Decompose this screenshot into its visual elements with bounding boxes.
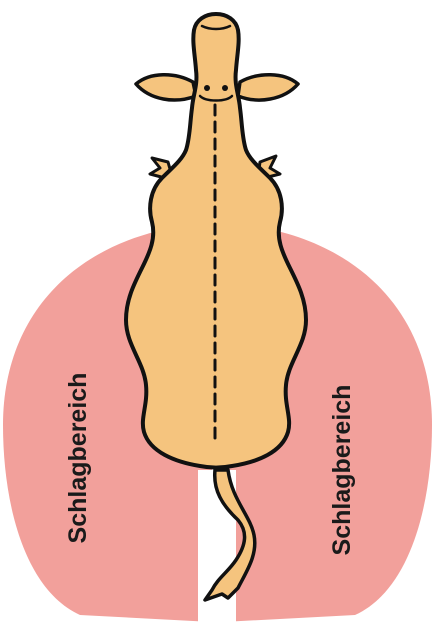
- horn-bud-right: [222, 85, 228, 91]
- horn-bud-left: [204, 85, 210, 91]
- left-zone-label: Schlagbereich: [64, 373, 92, 544]
- right-ear: [238, 75, 298, 100]
- right-zone-label: Schlagbereich: [328, 385, 356, 556]
- left-ear: [136, 75, 196, 100]
